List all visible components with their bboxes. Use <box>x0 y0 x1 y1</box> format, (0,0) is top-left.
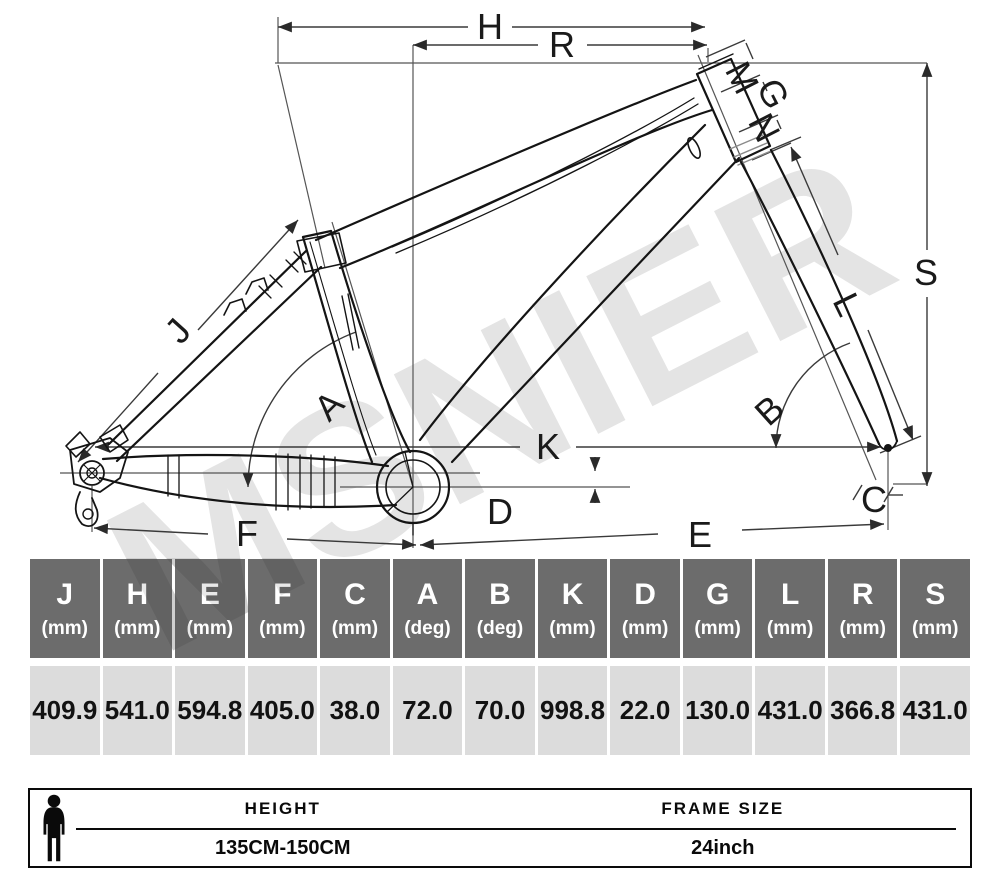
table-header-B: B(deg) <box>465 559 535 658</box>
table-value-R: 366.8 <box>827 666 898 755</box>
dimension-lines <box>77 21 933 550</box>
label-K: K <box>536 426 560 467</box>
frame-size-label: FRAME SIZE <box>661 799 785 818</box>
table-value-A: 72.0 <box>392 666 463 755</box>
rear-axle <box>79 460 105 486</box>
label-H: H <box>477 6 503 47</box>
table-value-H: 541.0 <box>102 666 173 755</box>
frame-drawing <box>65 53 899 536</box>
dim-L <box>867 329 914 441</box>
down-tube <box>450 156 741 464</box>
top-tube <box>314 78 698 242</box>
table-header-E: E(mm) <box>175 559 245 658</box>
label-J: J <box>156 310 199 351</box>
seat-stay <box>115 265 323 463</box>
bike-frame-diagram: H R S K E F D C J A B L M G N <box>60 6 938 555</box>
dim-E <box>741 519 885 531</box>
frame-size-value: 24inch <box>691 836 755 859</box>
dim-E <box>419 533 659 550</box>
table-header-D: D(mm) <box>610 559 680 658</box>
table-header-S: S(mm) <box>900 559 970 658</box>
table-value-G: 130.0 <box>682 666 753 755</box>
divider-line <box>76 828 956 830</box>
label-L: L <box>825 286 871 322</box>
table-header-C: C(mm) <box>320 559 390 658</box>
label-E: E <box>688 514 712 555</box>
seat-clamp <box>296 232 347 273</box>
table-header-A: A(deg) <box>392 559 463 658</box>
label-D: D <box>487 491 513 532</box>
height-value: 135CM-150CM <box>214 836 351 859</box>
chain-stay <box>98 476 398 509</box>
table-value-J: 409.9 <box>30 666 100 755</box>
table-header-G: G(mm) <box>682 559 753 658</box>
dim-A-arc <box>242 331 357 488</box>
table-value-K: 998.8 <box>537 666 608 755</box>
head-tube <box>695 57 772 164</box>
seat-tube <box>301 235 374 464</box>
fork-blade <box>769 148 899 443</box>
table-header-J: J(mm) <box>30 559 100 658</box>
table-header-F: F(mm) <box>247 559 318 658</box>
table-header-R: R(mm) <box>827 559 898 658</box>
dim-F <box>286 538 417 550</box>
label-C: C <box>861 479 887 520</box>
person-icon <box>43 794 65 862</box>
label-S: S <box>914 252 938 293</box>
table-value-C: 38.0 <box>320 666 390 755</box>
dim-F <box>93 523 209 535</box>
size-recommendation-box: HEIGHT 135CM-150CM FRAME SIZE 24inch <box>28 788 972 868</box>
derailleur-hanger <box>74 491 99 527</box>
seat-stay <box>107 249 308 446</box>
table-value-E: 594.8 <box>175 666 245 755</box>
bottom-bracket <box>375 449 451 536</box>
chain-stay <box>101 453 390 468</box>
table-header-K: K(mm) <box>537 559 608 658</box>
head-tube-vent <box>687 137 701 159</box>
label-R: R <box>549 24 575 65</box>
dim-J <box>77 372 159 463</box>
table-header-L: L(mm) <box>755 559 825 658</box>
down-tube <box>418 123 707 442</box>
table-value-F: 405.0 <box>247 666 318 755</box>
label-A: A <box>306 383 352 429</box>
label-F: F <box>236 513 258 554</box>
table-value-L: 431.0 <box>755 666 825 755</box>
geometry-table: J(mm) H(mm) E(mm) F(mm) C(mm) A(deg) B(d… <box>30 559 970 755</box>
rear-dropout <box>65 424 129 527</box>
front-axle <box>884 444 892 452</box>
table-value-B: 70.0 <box>465 666 535 755</box>
table-value-D: 22.0 <box>610 666 680 755</box>
seat-tube <box>329 229 412 454</box>
height-label: HEIGHT <box>244 799 321 818</box>
table-value-S: 431.0 <box>900 666 970 755</box>
dim-J <box>197 219 299 331</box>
label-B: B <box>747 387 792 434</box>
table-header-H: H(mm) <box>102 559 173 658</box>
fork-blade <box>739 160 881 446</box>
dim-L <box>790 146 839 256</box>
